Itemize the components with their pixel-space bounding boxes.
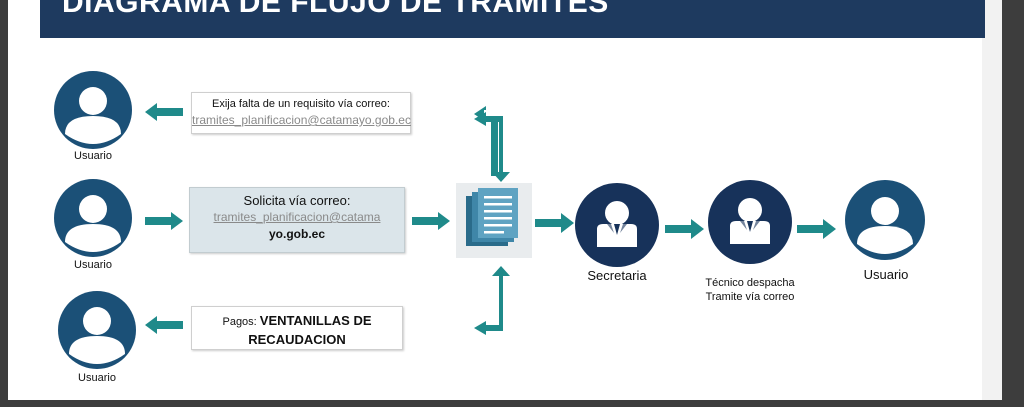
staff-icon [575, 183, 659, 267]
payment-box: Pagos: VENTANILLAS DE RECAUDACION [191, 306, 403, 350]
user-label: Usuario [863, 267, 909, 282]
user-label: Usuario [74, 150, 112, 162]
window-frame-right [1002, 0, 1024, 400]
tecnico-label-line2: Tramite vía correo [705, 291, 795, 303]
payment-strong1: VENTANILLAS DE [259, 313, 372, 328]
payment-prefix: Pagos: [222, 316, 260, 328]
user-label: Usuario [78, 372, 116, 384]
title-bar: DIAGRAMA DE FLUJO DE TRAMITES [40, 0, 985, 38]
arrow-elbow-down [474, 266, 510, 335]
arrow-elbow-up [474, 106, 498, 176]
request-text: Solicita vía correo: [243, 193, 351, 208]
arrow-left [145, 103, 183, 121]
arrow-right [412, 212, 450, 230]
email-link[interactable]: tramites_planificacion@catamayo.gob.ec [192, 113, 411, 127]
arrow-left [145, 316, 183, 334]
arrow-elbow-up [474, 112, 510, 182]
user-avatar-icon [58, 291, 136, 369]
window-frame-left [0, 0, 8, 400]
arrow-right [797, 219, 836, 239]
email-link-end: yo.gob.ec [268, 227, 325, 241]
document-stack-icon [456, 183, 532, 258]
slide-title: DIAGRAMA DE FLUJO DE TRAMITES [62, 0, 609, 19]
email-link[interactable]: tramites_planificacion@catama [213, 210, 381, 224]
requirement-text: Exija falta de un requisito vía correo: [212, 98, 390, 110]
staff-icon [708, 180, 792, 264]
payment-line1: Pagos: VENTANILLAS DE [192, 312, 402, 330]
arrow-right [665, 219, 704, 239]
arrow-right [535, 213, 574, 233]
payment-strong2: RECAUDACION [248, 332, 346, 347]
tecnico-label-line1: Técnico despacha [705, 277, 795, 289]
requirement-box: Exija falta de un requisito vía correo: … [191, 92, 411, 134]
arrow-right [145, 212, 183, 230]
user-avatar-icon [54, 179, 132, 257]
secretaria-label: Secretaria [587, 268, 647, 283]
user-avatar-icon [845, 180, 925, 260]
user-label: Usuario [74, 259, 112, 271]
window-frame-right-inner [982, 0, 1002, 400]
window-frame-bottom [0, 400, 1024, 407]
request-box: Solicita vía correo: tramites_planificac… [189, 187, 405, 253]
user-avatar-icon [54, 71, 132, 149]
